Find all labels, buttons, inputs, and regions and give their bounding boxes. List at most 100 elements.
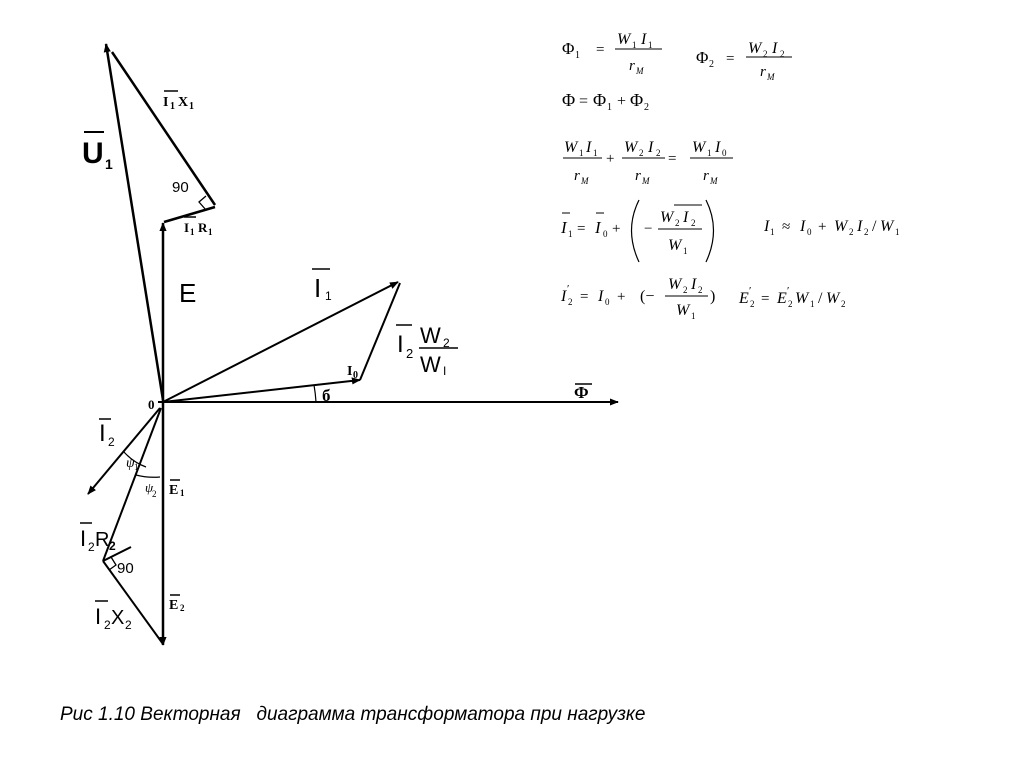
u1-vector: [103, 43, 165, 401]
label-w1-sub: I: [443, 364, 446, 378]
right-angle-mark-bottom: [108, 556, 117, 571]
svg-text:Φ: Φ: [562, 90, 575, 110]
svg-text:=: =: [596, 42, 604, 58]
label-i2: I: [99, 420, 106, 447]
svg-text:1: 1: [691, 311, 696, 321]
svg-text:): ): [710, 288, 715, 305]
svg-text:+: +: [617, 93, 626, 110]
svg-text:/: /: [818, 290, 823, 307]
label-e1: E: [169, 483, 178, 498]
label-psi1: ψ: [126, 456, 135, 471]
label-i1r1-r: R: [198, 220, 208, 235]
svg-text:=: =: [761, 291, 769, 307]
label-i2x2-sub: 2: [104, 618, 111, 632]
label-i1x1-sub: 1: [170, 101, 175, 112]
svg-text:r: r: [760, 64, 766, 80]
svg-text:(−: (−: [640, 288, 654, 305]
svg-text:W: W: [676, 302, 691, 319]
formula-e2-reduced: E ′ 2 = E ′ 2 W 1 / W 2: [738, 285, 846, 309]
svg-text:+: +: [612, 221, 620, 237]
svg-text:I: I: [560, 218, 568, 237]
svg-text:W: W: [692, 139, 707, 156]
label-i1x1: I: [163, 95, 168, 110]
svg-text:1: 1: [810, 299, 815, 309]
i2r2-vector: [102, 546, 132, 562]
svg-text:2: 2: [763, 49, 768, 59]
i1-vector: [162, 281, 399, 403]
i0-vector: [162, 377, 361, 403]
svg-text:W: W: [617, 31, 632, 48]
label-i2x2-xsub: 2: [125, 618, 132, 632]
svg-text:′: ′: [567, 283, 569, 295]
svg-text:2: 2: [780, 49, 785, 59]
formula-mmf-balance: W 1 I 1 r M + W 2 I 2 r M = W 1 I 0 r M: [563, 139, 733, 186]
formula-phi-sum: Φ = Φ 1 + Φ 2: [562, 90, 649, 113]
psi2-arc: [135, 474, 161, 478]
svg-text:2: 2: [568, 297, 573, 307]
svg-text:I: I: [690, 276, 697, 293]
label-delta: б: [322, 386, 331, 405]
label-w2: W: [420, 323, 441, 348]
svg-text:+: +: [818, 219, 826, 235]
svg-text:2: 2: [691, 218, 696, 228]
svg-text:I: I: [594, 218, 602, 237]
svg-text:Φ: Φ: [562, 39, 574, 58]
label-i2x2: I: [95, 604, 101, 629]
svg-text:1: 1: [648, 40, 653, 50]
svg-text:M: M: [709, 176, 718, 186]
svg-text:1: 1: [707, 148, 712, 158]
label-i2-sub: 2: [108, 435, 115, 449]
svg-text:+: +: [617, 289, 625, 305]
label-i1x1-xsub: 1: [189, 101, 194, 112]
label-psi2-sub: 2: [152, 489, 157, 499]
svg-text:2: 2: [675, 218, 680, 228]
svg-text:′: ′: [787, 285, 789, 297]
label-u1-sub: 1: [105, 156, 113, 172]
label-w1: W: [420, 352, 441, 377]
svg-text:2: 2: [683, 285, 688, 295]
label-angle90-top: 90: [172, 179, 189, 196]
label-i2r2: I: [80, 526, 86, 551]
label-u1: U: [82, 137, 104, 170]
svg-text:1: 1: [593, 148, 598, 158]
label-i2r2-sub: 2: [88, 540, 95, 554]
svg-text:2: 2: [644, 102, 649, 113]
svg-text:2: 2: [788, 299, 793, 309]
svg-text:−: −: [644, 221, 652, 237]
svg-text:Φ: Φ: [696, 48, 708, 67]
svg-text:I: I: [682, 209, 689, 226]
svg-text:I: I: [560, 288, 567, 305]
svg-text:1: 1: [770, 227, 775, 237]
svg-text:Φ: Φ: [630, 90, 643, 110]
svg-text:2: 2: [849, 227, 854, 237]
svg-text:=: =: [579, 93, 588, 110]
svg-text:M: M: [766, 72, 775, 82]
svg-text:I: I: [585, 139, 592, 156]
label-i2r2-rsub: 2: [109, 539, 116, 553]
svg-text:I: I: [714, 139, 721, 156]
label-psi1-sub: 1: [134, 462, 139, 472]
formula-i2-reduced: I ′ 2 = I 0 + (− W 2 I 2 W 1 ): [560, 276, 715, 321]
svg-text:1: 1: [895, 227, 900, 237]
label-e1-sub: 1: [180, 488, 185, 498]
svg-text:W: W: [660, 209, 675, 226]
svg-text:E: E: [738, 290, 749, 307]
svg-text:2: 2: [841, 299, 846, 309]
label-i1r1: I: [184, 220, 189, 235]
svg-text:+: +: [606, 151, 614, 167]
svg-text:′: ′: [749, 285, 751, 297]
i2w-vector: [359, 282, 401, 381]
i1x1-vector: [110, 51, 217, 206]
label-w2-sub: 2: [443, 336, 450, 350]
right-angle-mark-top: [198, 195, 207, 211]
svg-text:0: 0: [605, 297, 610, 307]
label-angle90-bottom: 90: [117, 560, 134, 577]
svg-text:I: I: [856, 218, 863, 235]
svg-text:M: M: [641, 176, 650, 186]
svg-text:r: r: [574, 168, 580, 184]
svg-text:M: M: [580, 176, 589, 186]
label-i2x2-x: X: [111, 607, 124, 629]
svg-text:0: 0: [603, 229, 608, 239]
label-i1: I: [314, 273, 321, 303]
